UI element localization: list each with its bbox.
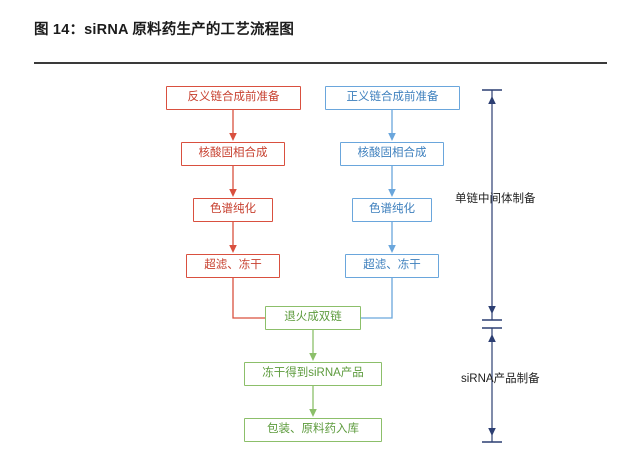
arrow-sense-prep-to-solid-phase bbox=[385, 110, 399, 142]
arrow-sense-solid-phase-to-chromatography bbox=[385, 166, 399, 198]
node-packaging-warehousing: 包装、原料药入库 bbox=[244, 418, 382, 442]
node-lyophilized-product: 冻干得到siRNA产品 bbox=[244, 362, 382, 386]
node-sense-prep: 正义链合成前准备 bbox=[325, 86, 460, 110]
arrow-annealing-to-lyophilized-product bbox=[306, 330, 320, 362]
title-divider bbox=[34, 62, 607, 64]
node-sense-ultrafiltration: 超滤、冻干 bbox=[345, 254, 439, 278]
arrow-antisense-chromatography-to-ultrafiltration bbox=[226, 222, 240, 254]
bracket-single-strand-stage bbox=[480, 86, 504, 324]
arrow-sense-chromatography-to-ultrafiltration bbox=[385, 222, 399, 254]
stage-label-single-strand: 单链中间体制备 bbox=[455, 193, 536, 205]
arrow-antisense-prep-to-solid-phase bbox=[226, 110, 240, 142]
node-antisense-solid-phase: 核酸固相合成 bbox=[181, 142, 285, 166]
bracket-sirna-product-stage bbox=[480, 324, 504, 446]
node-annealing: 退火成双链 bbox=[265, 306, 361, 330]
node-antisense-ultrafiltration: 超滤、冻干 bbox=[186, 254, 280, 278]
node-sense-solid-phase: 核酸固相合成 bbox=[340, 142, 444, 166]
node-antisense-prep: 反义链合成前准备 bbox=[166, 86, 301, 110]
node-antisense-chromatography: 色谱纯化 bbox=[193, 198, 273, 222]
node-sense-chromatography: 色谱纯化 bbox=[352, 198, 432, 222]
figure-title: 图 14：siRNA 原料药生产的工艺流程图 bbox=[34, 22, 295, 38]
arrow-antisense-solid-phase-to-chromatography bbox=[226, 166, 240, 198]
arrow-lyophilized-product-to-packaging bbox=[306, 386, 320, 418]
stage-label-sirna-product: siRNA产品制备 bbox=[461, 373, 540, 385]
